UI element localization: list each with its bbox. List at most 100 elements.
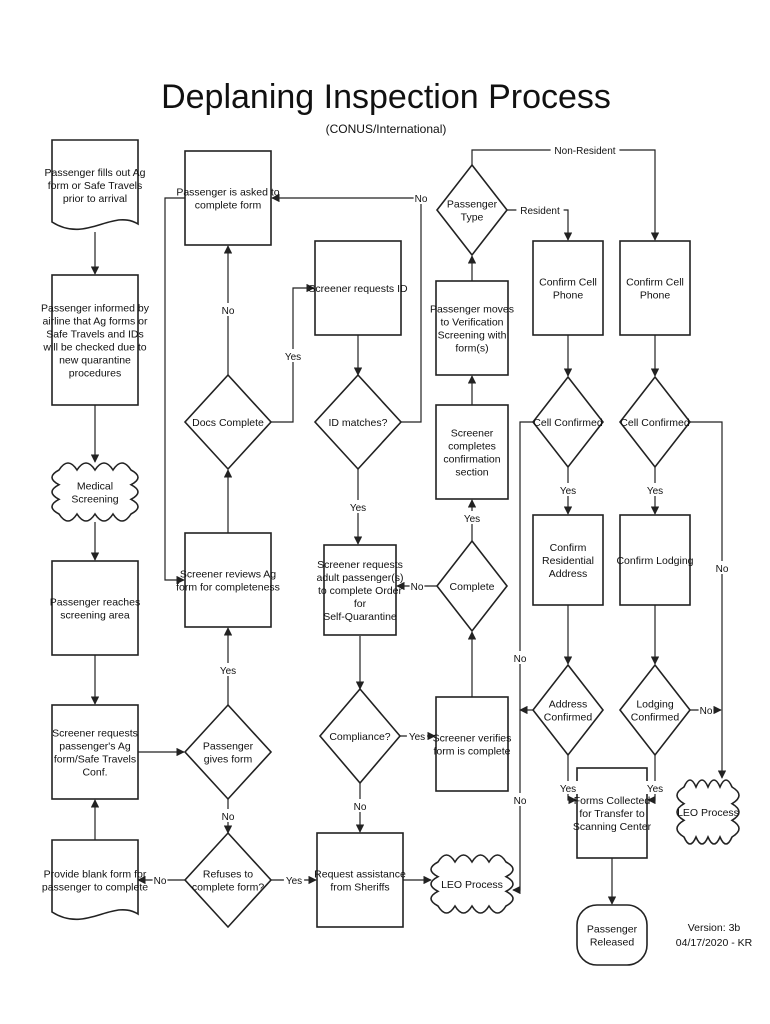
node-label: section <box>455 467 488 479</box>
node-label: complete form <box>195 200 262 212</box>
node-label: form or Safe Travels <box>48 180 143 192</box>
node-label: Screener requests ID <box>308 283 408 295</box>
node-label: to Verification <box>440 317 503 329</box>
svg-text:No: No <box>716 564 729 575</box>
decision-shape <box>618 375 692 469</box>
node-label: LEO Process <box>441 879 503 891</box>
node-label: Confirmed <box>544 712 593 724</box>
node-decision: ID matches? <box>313 373 403 471</box>
node-label: Screener verifies <box>433 733 512 745</box>
process-shape <box>51 704 139 800</box>
page-title: Deplaning Inspection Process <box>161 78 611 116</box>
process-shape <box>51 274 139 406</box>
process-shape <box>316 832 404 928</box>
node-label: form(s) <box>455 343 488 355</box>
node-label: Phone <box>553 290 584 302</box>
node-label: Screening <box>71 494 118 506</box>
node-label: Address <box>549 699 588 711</box>
node-label: Screener requests <box>52 728 138 740</box>
node-label: form/Safe Travels <box>54 754 136 766</box>
node-decision: Docs Complete <box>183 373 273 471</box>
edge-label: No <box>512 651 528 665</box>
node-label: from Sheriffs <box>330 882 389 894</box>
node-cloud: LEO Process <box>430 854 514 914</box>
edge-n13-to-n7 <box>271 193 422 423</box>
node-label: Request assistance <box>314 869 406 881</box>
process-shape <box>576 767 648 859</box>
node-label: screening area <box>60 610 130 622</box>
edge-label: No <box>220 809 236 823</box>
node-label: Screening with <box>438 330 507 342</box>
svg-text:Non-Resident: Non-Resident <box>554 146 615 157</box>
process-shape <box>619 514 691 606</box>
decision-shape <box>435 539 509 633</box>
node-label: new quarantine <box>59 355 131 367</box>
process-shape <box>184 150 272 246</box>
node-label: Provide blank form for <box>44 869 147 881</box>
svg-text:Yes: Yes <box>647 784 663 795</box>
node-label: Screener requests <box>317 559 403 571</box>
svg-text:Yes: Yes <box>350 503 366 514</box>
svg-text:Yes: Yes <box>286 876 302 887</box>
node-label: Passenger is asked to <box>176 187 279 199</box>
process-shape <box>435 280 509 376</box>
svg-text:No: No <box>514 796 527 807</box>
svg-text:No: No <box>700 706 713 717</box>
node-label: Safe Travels and IDs <box>46 329 143 341</box>
node-label: Medical <box>77 481 113 493</box>
node-label: Confirmed <box>631 712 680 724</box>
edge-label: No <box>152 873 168 887</box>
decision-shape <box>183 703 273 801</box>
terminal-shape <box>576 904 648 966</box>
node-label: gives form <box>204 754 253 766</box>
node-label: Refuses to <box>203 869 253 881</box>
svg-text:Resident: Resident <box>520 206 560 217</box>
decision-shape <box>618 663 692 757</box>
node-label: complete form? <box>192 882 265 894</box>
edge-label: No <box>714 561 730 575</box>
node-label: Confirm <box>550 542 587 554</box>
svg-text:No: No <box>411 582 424 593</box>
node-label: adult passenger(s) <box>317 572 404 584</box>
page-subtitle: (CONUS/International) <box>326 122 447 136</box>
node-label: prior to arrival <box>63 193 127 205</box>
svg-text:Yes: Yes <box>647 486 663 497</box>
node-label: Cell Confirmed <box>533 417 603 429</box>
node-label: Address <box>549 568 588 580</box>
process-shape <box>184 532 272 628</box>
node-label: Complete <box>450 581 495 593</box>
svg-text:Yes: Yes <box>220 666 236 677</box>
edge-label: Yes <box>282 349 304 363</box>
decision-shape <box>183 831 273 929</box>
node-label: Passenger <box>587 924 638 936</box>
node-label: LEO Process <box>677 807 739 819</box>
node-label: will be checked due to <box>42 342 146 354</box>
svg-text:No: No <box>222 812 235 823</box>
node-decision: Cell Confirmed <box>618 375 692 469</box>
svg-text:No: No <box>415 194 428 205</box>
node-label: Screener <box>451 428 494 440</box>
cloud-shape <box>430 854 514 914</box>
process-shape <box>51 560 139 656</box>
node-label: Passenger <box>447 199 498 211</box>
process-shape <box>314 240 402 336</box>
node-label: Confirm Lodging <box>616 555 693 567</box>
node-label: Passenger <box>203 741 254 753</box>
